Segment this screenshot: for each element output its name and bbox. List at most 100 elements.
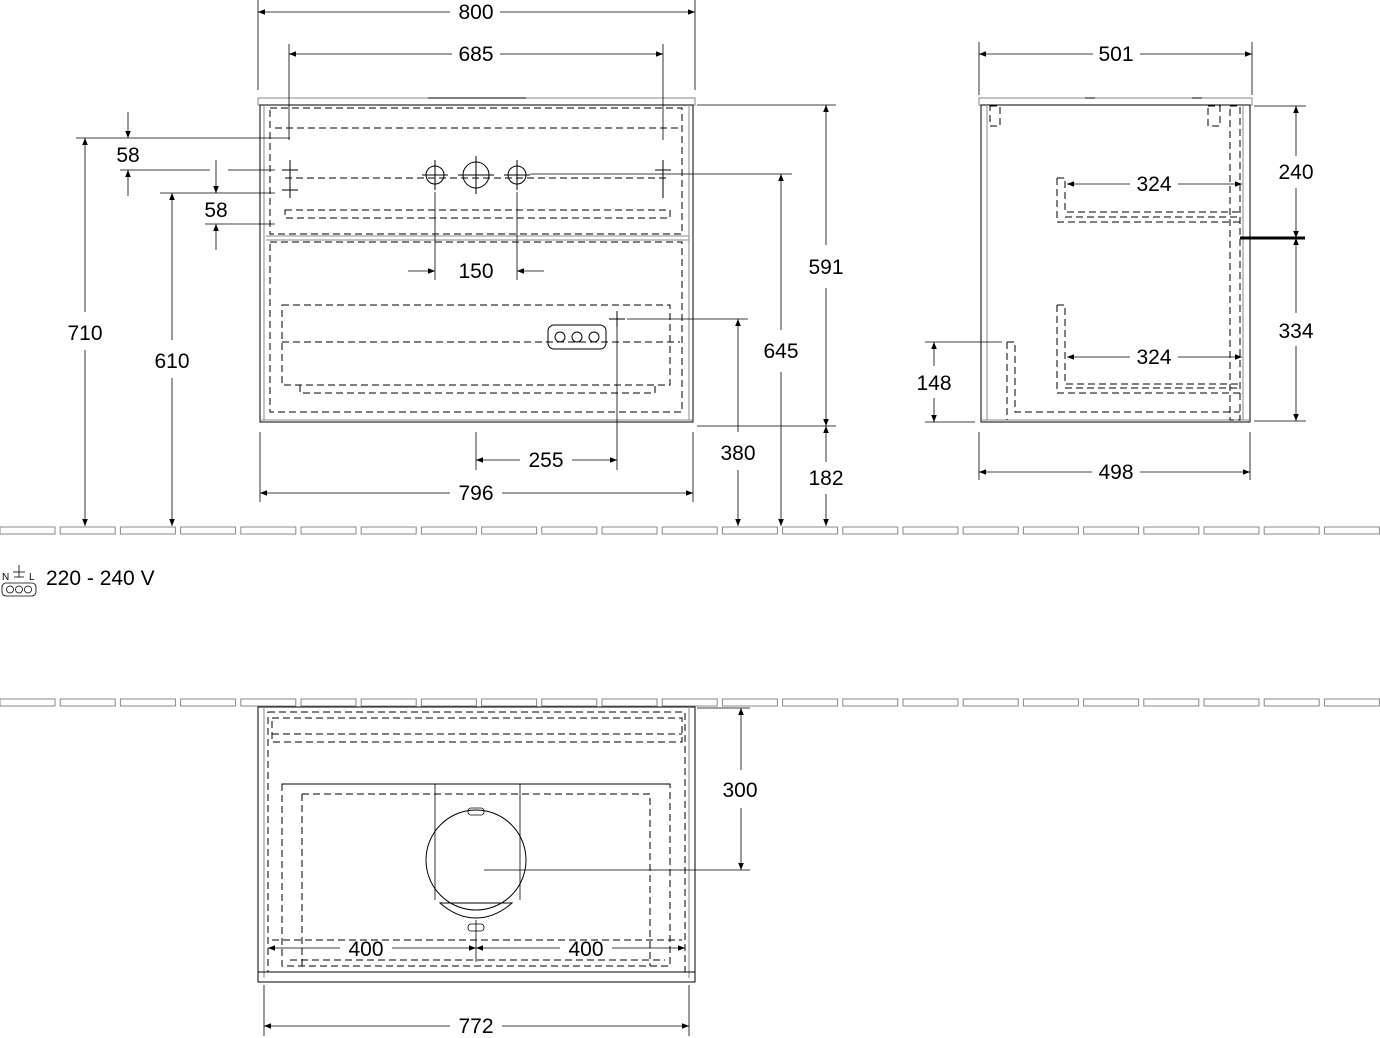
- dim-side-height-lower: 334: [1254, 238, 1314, 422]
- dim-label-772: 772: [458, 1015, 493, 1038]
- floor-tile: [119, 698, 176, 707]
- floor-tile: [541, 526, 598, 535]
- neutral-label: N: [2, 572, 9, 583]
- dim-label-796: 796: [458, 482, 493, 505]
- dim-label-58-a: 58: [116, 144, 139, 167]
- dim-front-width-bottom: 796: [259, 432, 694, 505]
- dim-top-depth: 300: [484, 707, 758, 871]
- floor-tile: [1022, 698, 1079, 707]
- dim-label-300: 300: [722, 779, 757, 802]
- front-upper-drawer-outline: [269, 107, 683, 235]
- dim-label-501: 501: [1098, 43, 1133, 66]
- dim-front-width-inner: 685: [288, 43, 664, 140]
- voltage-label: 220 - 240 V: [46, 567, 155, 590]
- dim-front-height-siphon: 645: [530, 173, 799, 526]
- floor-tile: [420, 698, 477, 707]
- dim-label-324-lower: 324: [1136, 346, 1171, 369]
- side-view: 501 324 324 240 334: [916, 42, 1314, 484]
- dim-side-depth-lower: 324: [1067, 346, 1242, 369]
- dim-side-depth-top: 501: [978, 42, 1253, 95]
- floor-tile: [1143, 526, 1200, 535]
- dim-label-591: 591: [808, 256, 843, 279]
- dim-label-324-upper: 324: [1136, 173, 1171, 196]
- dim-front-height-floor: 182: [808, 426, 844, 526]
- floor-tile: [119, 526, 176, 535]
- dim-front-offset-a: 58: [76, 112, 290, 196]
- floor-tile: [721, 526, 778, 535]
- dim-front-width-top: 800: [257, 0, 696, 90]
- floor-tile: [842, 698, 899, 707]
- dim-label-710: 710: [67, 322, 102, 345]
- dim-label-240: 240: [1278, 161, 1313, 184]
- floor-tile: [661, 698, 718, 707]
- dim-front-height-total: 710: [67, 138, 103, 526]
- siphon-outline: [425, 807, 527, 932]
- dim-label-255: 255: [528, 449, 563, 472]
- dim-front-height-cabinet: 591: [697, 104, 844, 427]
- floor-tile: [902, 698, 959, 707]
- tap-hole-right: [504, 160, 530, 190]
- floor-tile: [420, 526, 477, 535]
- floor-tile: [180, 526, 237, 535]
- floor-tile: [1203, 698, 1260, 707]
- dim-label-182: 182: [808, 467, 843, 490]
- dim-label-334: 334: [1278, 320, 1313, 343]
- dim-label-610: 610: [154, 350, 189, 373]
- floor-tile: [1083, 526, 1140, 535]
- floor-tile: [1083, 698, 1140, 707]
- floor-tile: [1323, 698, 1380, 707]
- front-cabinet-body: [259, 104, 694, 423]
- dim-front-socket-offset: 255: [475, 327, 618, 472]
- dim-top-halves: 400 400: [268, 920, 685, 962]
- floor-tile: [1263, 526, 1320, 535]
- floor-tile: [661, 526, 718, 535]
- power-socket-icon: N L: [1, 565, 37, 597]
- mounting-point-left: [282, 160, 298, 198]
- floor-tile: [962, 526, 1019, 535]
- floor-tile: [842, 526, 899, 535]
- floor-tile: [180, 698, 237, 707]
- floor-tile: [1263, 698, 1320, 707]
- floor-tile: [481, 526, 538, 535]
- dim-label-150: 150: [458, 260, 493, 283]
- floor-tile: [360, 526, 417, 535]
- dim-label-58-b: 58: [204, 199, 227, 222]
- front-countertop: [257, 97, 696, 106]
- floor-tile: [601, 526, 658, 535]
- floor-tile: [59, 526, 116, 535]
- dim-side-height-upper: 240: [1254, 105, 1314, 238]
- dim-front-height-pipe: 610: [154, 193, 190, 526]
- floor-tile: [240, 526, 297, 535]
- dim-label-498: 498: [1098, 461, 1133, 484]
- floor-tile: [1203, 526, 1260, 535]
- mounting-point-right: [655, 160, 671, 198]
- socket-icon: [547, 311, 625, 350]
- floor-tile: [601, 698, 658, 707]
- floor-tile: [0, 698, 56, 707]
- dim-top-width: 772: [263, 985, 690, 1038]
- dim-front-offset-b: 58: [160, 160, 275, 250]
- floor-tile: [1323, 526, 1380, 535]
- floor-tile: [782, 698, 839, 707]
- dim-label-685: 685: [458, 43, 493, 66]
- floor-tile: [360, 698, 417, 707]
- dim-label-400-right: 400: [568, 938, 603, 961]
- front-lower-drawer-outline: [269, 241, 683, 413]
- floor-tile: [721, 698, 778, 707]
- floor-tile: [902, 526, 959, 535]
- dim-front-tap-spacing: 150: [408, 192, 544, 283]
- floor-line-lower: [0, 698, 1380, 707]
- floor-tile: [1022, 526, 1079, 535]
- dim-label-148: 148: [916, 372, 951, 395]
- floor-line-upper: [0, 526, 1380, 535]
- dim-side-depth-upper: 324: [1067, 173, 1242, 196]
- live-label: L: [29, 572, 35, 583]
- dim-front-height-socket: 380: [627, 318, 756, 526]
- tap-hole-center: [458, 156, 494, 194]
- dim-label-400-left: 400: [348, 938, 383, 961]
- front-view: 800 685 58 58: [67, 0, 844, 526]
- floor-tile: [59, 698, 116, 707]
- dim-side-height-back: 148: [916, 341, 1002, 423]
- floor-tile: [481, 698, 538, 707]
- tap-hole-left: [422, 160, 448, 190]
